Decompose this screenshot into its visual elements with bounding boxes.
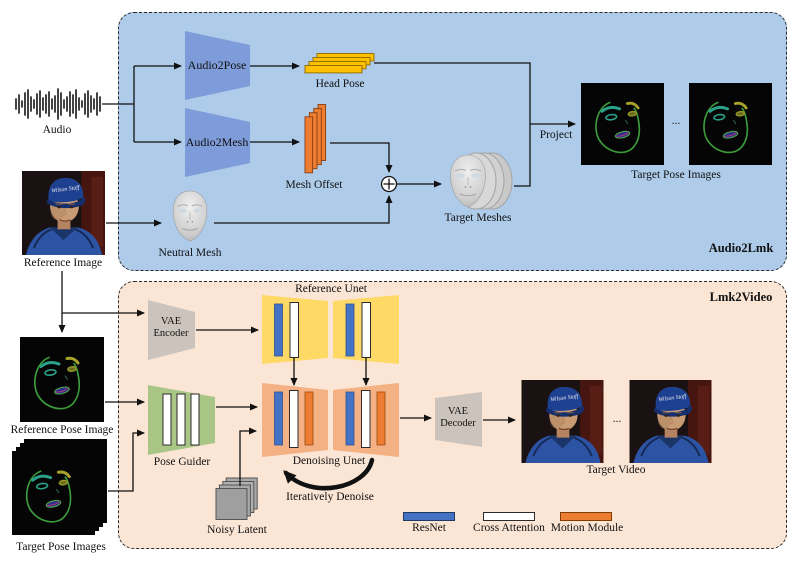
- reference-unet-label: Reference Unet: [295, 283, 367, 295]
- mesh-offset-label: Mesh Offset: [285, 179, 343, 191]
- target-pose-image-1: [581, 83, 664, 165]
- iteratively-denoise-label: Iteratively Denoise: [286, 491, 374, 503]
- legend-label-cross-attention: Cross Attention: [473, 522, 545, 534]
- target-video-frame-1: [520, 380, 605, 463]
- noisy-latent-label: Noisy Latent: [207, 524, 267, 536]
- reference-image: [22, 170, 105, 256]
- head-pose-label: Head Pose: [315, 78, 365, 90]
- audio-label: Audio: [42, 124, 72, 136]
- vae-encoder-line1: VAE: [160, 316, 182, 327]
- pose-guider-label: Pose Guider: [153, 456, 211, 468]
- vae-encoder-label: VAE Encoder: [154, 316, 189, 340]
- vae-decoder-line1: VAE: [447, 406, 469, 417]
- reference-pose-image: [20, 337, 104, 422]
- pose-images-ellipsis: ...: [671, 115, 681, 127]
- legend-swatch-cross-attention: [483, 512, 535, 521]
- vae-decoder-line2: Decoder: [440, 417, 476, 429]
- legend-swatch-motion-module: [560, 512, 612, 521]
- target-video-frame-2: [628, 380, 713, 463]
- project-label: Project: [539, 129, 573, 141]
- target-pose-images-label: Target Pose Images: [631, 169, 721, 181]
- legend-swatch-resnet: [403, 512, 455, 521]
- neutral-mesh-label: Neutral Mesh: [158, 247, 222, 259]
- legend-label-motion-module: Motion Module: [550, 522, 624, 534]
- audio2lmk-title: Audio2Lmk: [708, 241, 774, 255]
- target-pose-stack-front: [12, 451, 95, 535]
- target-pose-images-bottom-label: Target Pose Images: [16, 541, 106, 553]
- target-video-ellipsis: ...: [612, 413, 622, 425]
- legend-label-resnet: ResNet: [412, 522, 446, 534]
- denoising-unet-label: Denoising Unet: [292, 455, 366, 467]
- reference-image-label: Reference Image: [23, 257, 103, 269]
- lmk2video-title: Lmk2Video: [709, 290, 773, 304]
- vae-encoder-line2: Encoder: [153, 327, 189, 339]
- reference-pose-image-label: Reference Pose Image: [10, 424, 114, 436]
- audio2pose-label: Audio2Pose: [187, 58, 247, 72]
- target-pose-image-2: [689, 83, 772, 165]
- target-meshes-label: Target Meshes: [444, 212, 512, 224]
- vae-decoder-label: VAE Decoder: [440, 406, 476, 430]
- target-video-label: Target Video: [586, 464, 646, 476]
- audio-waveform-icon: [15, 88, 101, 120]
- audio2mesh-label: Audio2Mesh: [185, 135, 249, 149]
